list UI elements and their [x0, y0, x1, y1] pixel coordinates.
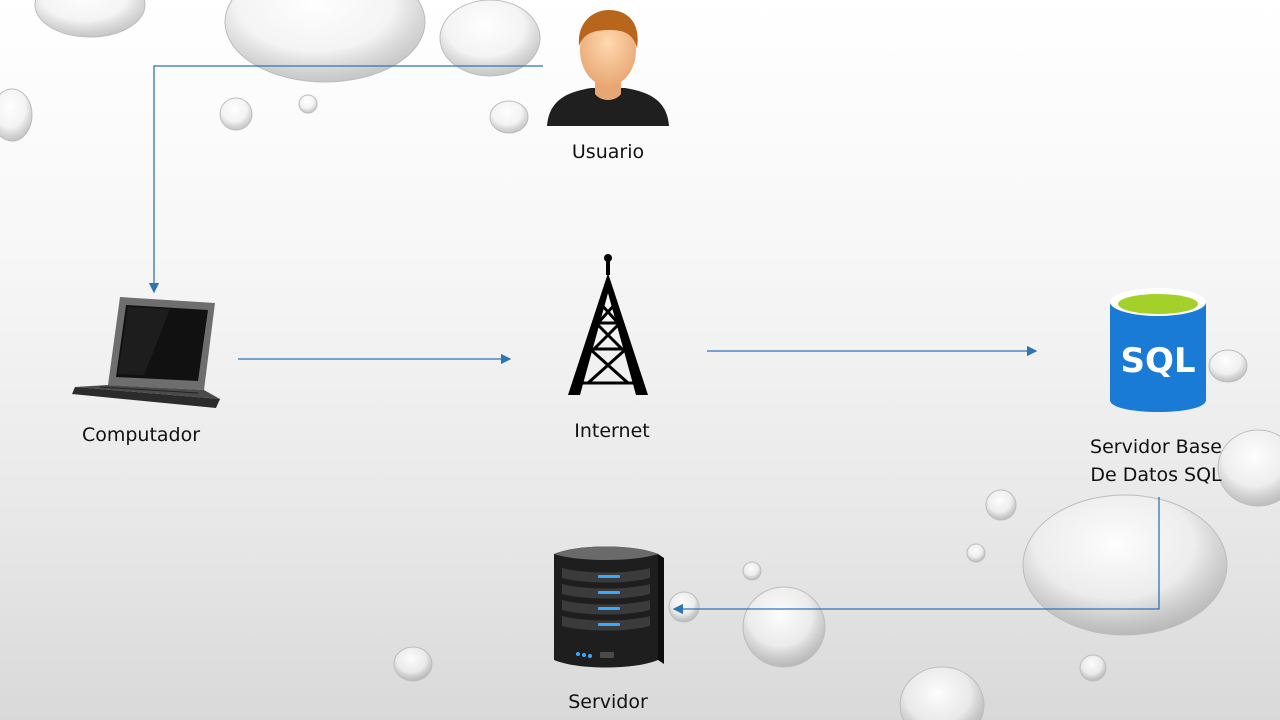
water-drop: [393, 646, 433, 682]
water-drop: [224, 0, 426, 83]
water-drop: [742, 586, 826, 668]
user-icon: [547, 10, 669, 126]
water-drop: [439, 0, 541, 77]
water-drop: [742, 561, 762, 581]
label-computador: Computador: [81, 424, 201, 446]
water-drop: [1079, 654, 1107, 682]
node-servidor: [544, 540, 674, 676]
water-drop: [0, 88, 33, 142]
label-sql-line1: Servidor Base: [1090, 436, 1222, 458]
node-sql-database: SQL: [1108, 286, 1208, 414]
water-drop: [985, 489, 1017, 521]
label-usuario: Usuario: [571, 141, 645, 163]
label-internet: Internet: [574, 420, 650, 442]
water-drop: [966, 543, 986, 563]
sql-database-icon: SQL: [1110, 288, 1206, 412]
water-drop: [219, 97, 253, 131]
antenna-tower-icon: [568, 254, 648, 395]
water-drop: [34, 0, 146, 38]
water-drop: [298, 94, 318, 114]
label-sql-line2: De Datos SQL: [1090, 464, 1222, 486]
node-computador: [70, 295, 230, 413]
connector-sql-to-servidor: [672, 497, 1160, 615]
server-icon: [554, 546, 664, 668]
node-usuario: [545, 8, 671, 130]
water-drop: [1217, 429, 1280, 507]
water-drop: [1208, 349, 1248, 383]
sql-icon-text: SQL: [1120, 341, 1195, 381]
node-internet: [566, 253, 650, 397]
water-drop: [489, 100, 529, 134]
water-drop: [899, 666, 985, 720]
water-drop: [1022, 494, 1228, 636]
water-drop: [668, 591, 700, 623]
label-servidor: Servidor: [568, 691, 648, 713]
label-sql-database: Servidor Base De Datos SQL: [1076, 433, 1236, 489]
connector-usuario-to-computador: [148, 65, 543, 294]
laptop-icon: [72, 297, 220, 408]
